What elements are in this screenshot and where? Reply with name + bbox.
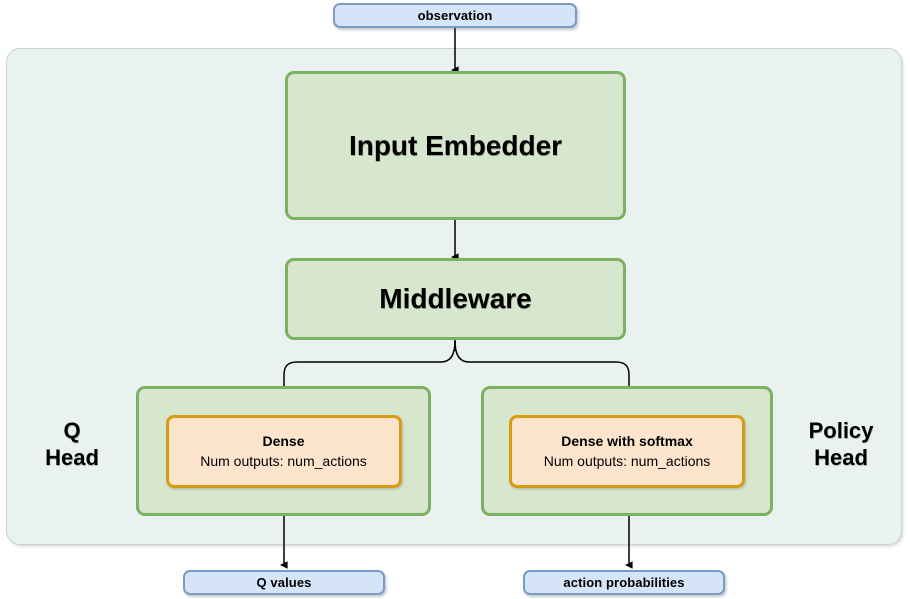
node-observation-label: observation: [417, 8, 493, 23]
node-q-values-label: Q values: [256, 575, 312, 590]
node-middleware[interactable]: Middleware: [285, 258, 626, 340]
q-head-caption: Q Head: [45, 418, 99, 470]
node-q-head-dense[interactable]: Dense Num outputs: num_actions: [165, 414, 402, 488]
node-action-probabilities-label: action probabilities: [563, 575, 685, 590]
node-input-embedder-label: Input Embedder: [348, 129, 563, 161]
q-head-dense-subtitle: Num outputs: num_actions: [200, 452, 367, 469]
node-input-embedder[interactable]: Input Embedder: [285, 71, 626, 220]
q-head-dense-title: Dense: [262, 432, 305, 449]
node-observation[interactable]: observation: [333, 3, 577, 28]
policy-head-caption: Policy Head: [808, 418, 874, 470]
node-policy-head-dense[interactable]: Dense with softmax Num outputs: num_acti…: [509, 414, 745, 488]
node-middleware-label: Middleware: [379, 283, 532, 314]
node-q-values[interactable]: Q values: [183, 570, 385, 595]
node-action-probabilities[interactable]: action probabilities: [523, 570, 725, 595]
node-q-head[interactable]: Dense Num outputs: num_actions: [136, 386, 431, 516]
node-policy-head[interactable]: Dense with softmax Num outputs: num_acti…: [481, 386, 773, 516]
policy-head-dense-subtitle: Num outputs: num_actions: [543, 452, 711, 469]
policy-head-dense-title: Dense with softmax: [561, 432, 693, 449]
